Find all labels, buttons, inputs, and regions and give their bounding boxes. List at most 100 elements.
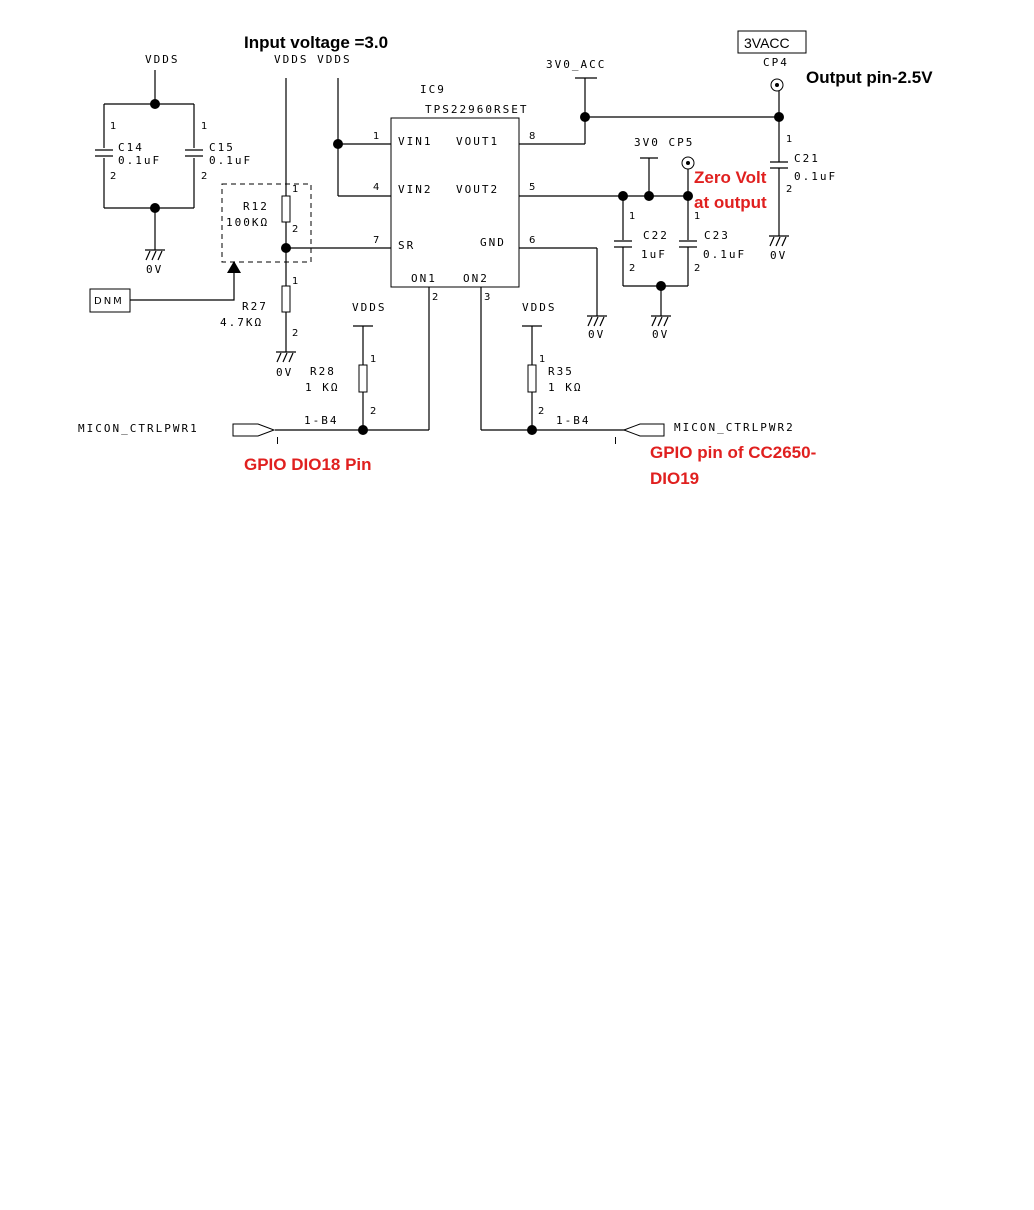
pin-mark: 2 <box>292 328 298 339</box>
net-label-3v0-cp5: 3V0 CP5 <box>634 136 694 149</box>
decoupling-c14-c15: VDDS 1 2 1 2 C14 0.1uF C15 0.1uF 0V <box>95 53 250 276</box>
pin-mark: 1 <box>292 276 298 287</box>
ic9-load-switch: IC9 TPS22960RSET VIN1 VIN2 SR VOUT1 VOUT… <box>333 78 607 341</box>
pin-mark: 1 <box>201 121 207 132</box>
micon-ctrlpwr2-label: MICON_CTRLPWR2 <box>674 421 795 434</box>
ground-symbol <box>651 315 671 327</box>
ground-label: 0V <box>652 328 669 341</box>
pin-number: 4 <box>373 182 379 193</box>
ground-symbol <box>587 315 607 327</box>
r28-value: 1 KΩ <box>305 381 340 394</box>
output-pin-annotation: Output pin-2.5V <box>806 68 933 87</box>
ground-symbol <box>276 351 296 363</box>
3vacc-box <box>737 30 807 54</box>
pin-on1: ON1 <box>411 272 437 285</box>
on2-control: VDDS 1 2 R35 1 KΩ 1-B4 MICON_CTRLPWR2 I … <box>480 287 816 488</box>
c14-value: 0.1uF <box>118 154 161 167</box>
pin-vout2: VOUT2 <box>456 183 499 196</box>
resistor-r12 <box>281 195 291 223</box>
r35-value: 1 KΩ <box>548 381 583 394</box>
pin-mark: 2 <box>370 406 376 417</box>
c15-ref: C15 <box>209 141 235 154</box>
pin-mark: 1 <box>110 121 116 132</box>
input-voltage-annotation: Input voltage =3.0 <box>244 33 388 52</box>
3vacc-label: 3VACC <box>744 35 790 51</box>
pin-number: 5 <box>529 182 535 193</box>
ic-ref: IC9 <box>420 83 446 96</box>
output-vout2: 3V0 CP5 Zero Volt at output 1 2 1 2 C22 … <box>519 136 767 341</box>
ground-label: 0V <box>770 249 787 262</box>
pin-mark: 2 <box>786 184 792 195</box>
pin-mark: 1 <box>539 354 545 365</box>
pin-mark: 2 <box>201 171 207 182</box>
pin-vin1: VIN1 <box>398 135 433 148</box>
c23-ref: C23 <box>704 229 730 242</box>
gpio-dio18-annotation: GPIO DIO18 Pin <box>244 455 372 474</box>
pin-vin2: VIN2 <box>398 183 433 196</box>
connector-micon-ctrlpwr1 <box>232 423 276 437</box>
pin-mark: 2 <box>538 406 544 417</box>
gpio-cc2650-annotation-line2: DIO19 <box>650 469 699 488</box>
connector-micon-ctrlpwr2 <box>622 423 665 437</box>
micon-ctrlpwr1-label: MICON_CTRLPWR1 <box>78 422 199 435</box>
net-ref-1b4-left: 1-B4 <box>304 414 339 427</box>
r27-value: 4.7KΩ <box>220 316 263 329</box>
zero-volt-annotation-line2: at output <box>694 193 767 212</box>
net-label-vdds-c14: VDDS <box>145 53 180 66</box>
r12-ref: R12 <box>243 200 269 213</box>
c22-value: 1uF <box>641 248 667 261</box>
pin-vout1: VOUT1 <box>456 135 499 148</box>
net-label-3v0-acc: 3V0_ACC <box>546 58 606 71</box>
pin-mark: 1 <box>292 184 298 195</box>
ground-symbol <box>769 235 789 247</box>
arrow-icon <box>227 261 241 273</box>
pin-number: 1 <box>373 131 379 142</box>
pin-mark: 1 <box>694 211 700 222</box>
ic-part-number: TPS22960RSET <box>425 103 528 116</box>
r28-ref: R28 <box>310 365 336 378</box>
slew-rate-network: Input voltage =3.0 VDDS VDDS 1 2 R12 100… <box>89 33 391 379</box>
pin-sr: SR <box>398 239 415 252</box>
pin-mark: 1 <box>370 354 376 365</box>
on1-control: VDDS 1 2 R28 1 KΩ 1-B4 MICON_CTRLPWR1 I … <box>78 287 430 474</box>
resistor-r27 <box>281 285 291 313</box>
dnm-label: DNM <box>94 296 124 307</box>
dnm-dashed-box <box>221 183 312 263</box>
testpoint-cp4-label: CP4 <box>763 56 789 69</box>
net-label-vdds-r35: VDDS <box>522 301 557 314</box>
output-vout1: 3V0_ACC 3VACC CP4 Output pin-2.5V 1 2 C2… <box>519 30 933 262</box>
gpio-cc2650-annotation: GPIO pin of CC2650- <box>650 443 816 462</box>
pin-number: 3 <box>484 292 490 303</box>
c23-value: 0.1uF <box>703 248 746 261</box>
net-label-vdds-r28: VDDS <box>352 301 387 314</box>
r27-ref: R27 <box>242 300 268 313</box>
pin-gnd: GND <box>480 236 506 249</box>
pin-mark: 2 <box>292 224 298 235</box>
pin-number: 7 <box>373 235 379 246</box>
pin-mark: 1 <box>786 134 792 145</box>
ground-label: 0V <box>588 328 605 341</box>
zero-volt-annotation: Zero Volt <box>694 168 767 187</box>
io-direction: I <box>276 436 279 447</box>
net-label-vdds-pair: VDDS VDDS <box>274 53 352 66</box>
pin-mark: 1 <box>629 211 635 222</box>
ic-body <box>390 117 520 288</box>
io-direction: I <box>614 436 617 447</box>
c22-ref: C22 <box>643 229 669 242</box>
pin-mark: 2 <box>629 263 635 274</box>
pin-mark: 2 <box>694 263 700 274</box>
resistor-r28 <box>358 364 368 393</box>
pin-number: 8 <box>529 131 535 142</box>
resistor-r35 <box>527 364 537 393</box>
pin-on2: ON2 <box>463 272 489 285</box>
ground-symbol <box>145 249 165 261</box>
r35-ref: R35 <box>548 365 574 378</box>
ground-label: 0V <box>276 366 293 379</box>
c14-ref: C14 <box>118 141 144 154</box>
c21-value: 0.1uF <box>794 170 837 183</box>
ground-label: 0V <box>146 263 163 276</box>
pin-number: 2 <box>432 292 438 303</box>
net-ref-1b4-right: 1-B4 <box>556 414 591 427</box>
pin-number: 6 <box>529 235 535 246</box>
